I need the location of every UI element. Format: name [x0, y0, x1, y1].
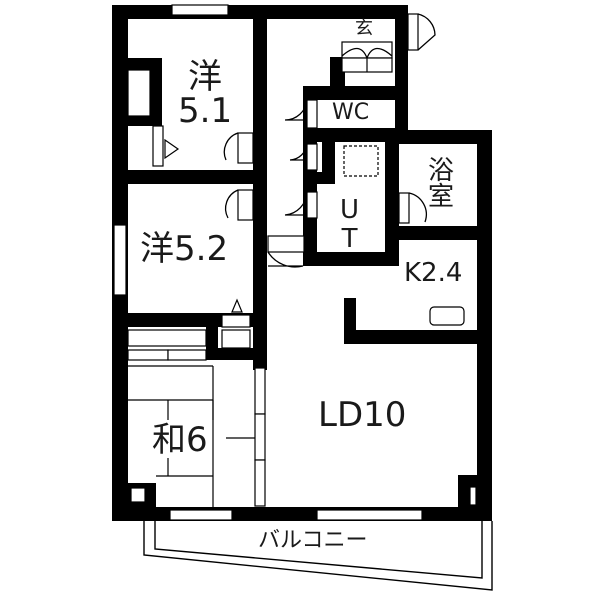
- room-label-western-1-type: 洋: [188, 57, 223, 97]
- fixtures: [113, 4, 477, 521]
- room-label-western-1-size: 5.1: [178, 91, 233, 131]
- room-label-bathroom: 浴 室: [428, 158, 454, 210]
- room-label-utility: U T: [340, 196, 359, 253]
- room-label-western-2: 洋5.2: [140, 229, 229, 269]
- room-label-japanese: 和6: [152, 420, 208, 460]
- room-label-toilet: WC: [332, 100, 370, 125]
- door-swings: [223, 13, 436, 268]
- room-label-balcony: バルコニー: [258, 528, 368, 553]
- room-label-utility-line1: U: [340, 195, 360, 225]
- room-label-utility-line2: T: [341, 223, 358, 254]
- balcony-outline: [143, 521, 493, 591]
- room-label-western-1: 洋 5.1: [178, 60, 232, 128]
- room-label-bathroom-line1: 浴: [428, 156, 455, 186]
- room-label-bathroom-line2: 室: [428, 182, 455, 212]
- room-label-entrance: 玄: [355, 18, 373, 39]
- room-label-living-dining: LD10: [318, 395, 407, 435]
- room-label-kitchen: K2.4: [404, 258, 463, 288]
- walls: [112, 5, 492, 521]
